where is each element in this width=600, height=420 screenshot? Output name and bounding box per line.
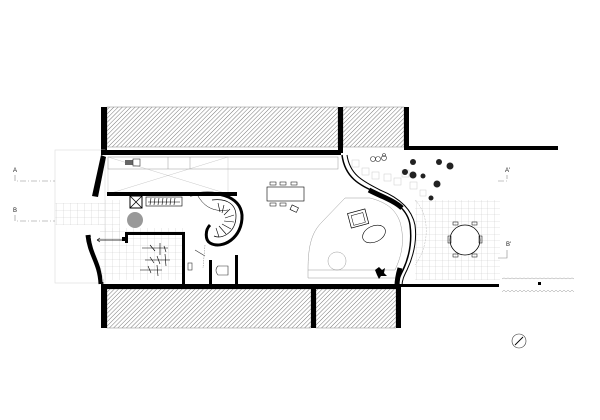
left-facade-window (90, 155, 106, 197)
interior-walls (107, 192, 238, 284)
plant-icon (375, 267, 387, 279)
section-marker-A: A (13, 168, 55, 182)
curved-wall-left (85, 234, 104, 285)
north-arrow-icon (511, 333, 527, 349)
closet-rail (145, 196, 183, 207)
dining-table[interactable] (266, 181, 305, 213)
entry-door[interactable] (96, 237, 125, 243)
garden (351, 153, 454, 201)
armchair-icon (347, 208, 370, 229)
bathroom (187, 244, 229, 276)
paving-left (54, 149, 185, 284)
round-object (127, 212, 143, 228)
neighbor-building-bottom (101, 284, 499, 329)
wall-top (101, 150, 341, 155)
svg-text:B: B (13, 208, 17, 214)
terrace-table[interactable] (447, 221, 483, 258)
hedge (501, 277, 575, 293)
section-marker-B: B (13, 208, 55, 222)
neighbor-building-top (101, 106, 558, 153)
shaft (129, 195, 143, 209)
kitchen-counter (107, 156, 339, 195)
section-marker-A-prime: A' (498, 168, 510, 182)
curved-facade-right (341, 154, 427, 287)
svg-text:A': A' (505, 168, 510, 174)
spiral-staircase[interactable] (189, 191, 244, 247)
living-area (307, 197, 403, 279)
svg-text:A: A (13, 168, 17, 174)
toilet-icon (215, 265, 229, 276)
bicycles (140, 243, 170, 277)
svg-text:B': B' (506, 242, 511, 248)
section-marker-B-prime: B' (498, 242, 511, 259)
rug-icon (327, 251, 347, 271)
sink-icon (125, 160, 133, 165)
coffee-table-icon (362, 224, 386, 244)
